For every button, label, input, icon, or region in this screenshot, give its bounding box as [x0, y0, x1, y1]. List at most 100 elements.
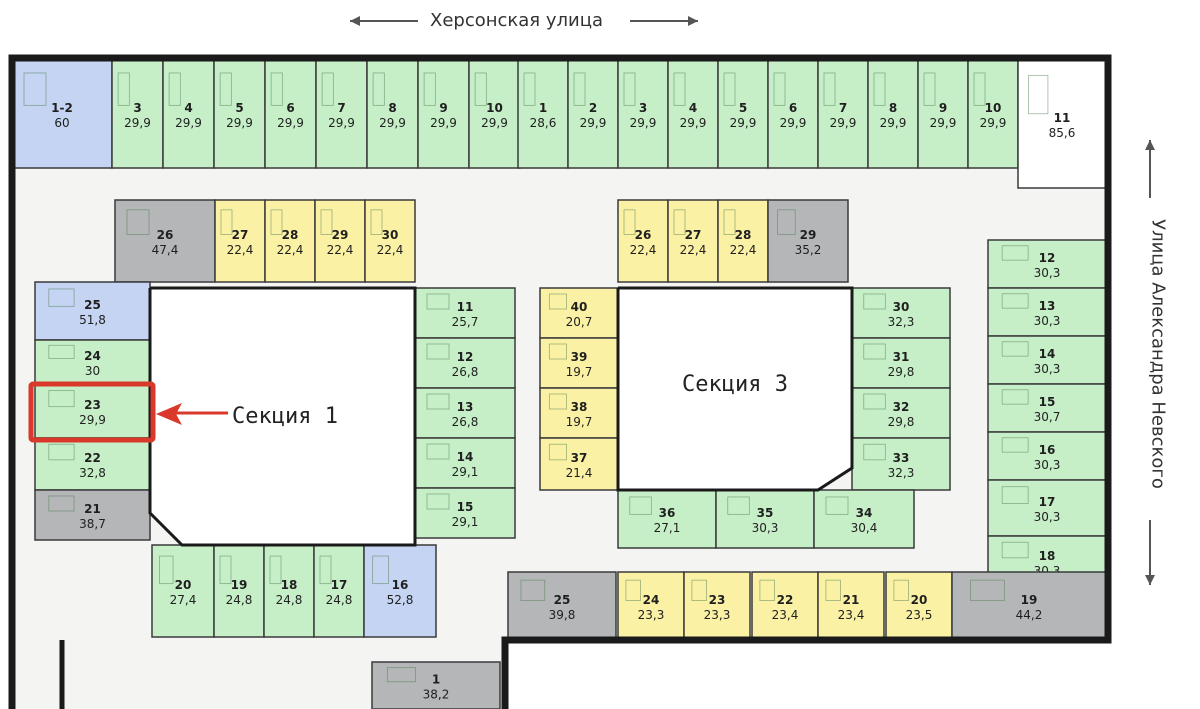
- unit-furniture: [759, 579, 775, 601]
- unit-area: 23,4: [772, 608, 799, 622]
- unit-number: 16: [1039, 443, 1056, 457]
- unit-furniture: [673, 209, 686, 235]
- unit-number: 12: [1039, 251, 1056, 265]
- unit-furniture: [48, 495, 75, 512]
- unit-furniture: [117, 72, 130, 106]
- unit-number: 15: [1039, 395, 1056, 409]
- unit-furniture: [863, 343, 886, 360]
- unit-area: 26,8: [452, 365, 479, 379]
- unit-9: 929,9: [417, 59, 470, 169]
- unit-number: 13: [1039, 299, 1056, 313]
- unit-number: 3: [133, 101, 141, 115]
- unit-number: 29: [800, 228, 817, 242]
- unit-3: 329,9: [111, 59, 164, 169]
- unit-area: 27,4: [170, 593, 197, 607]
- unit-shape: [414, 387, 516, 439]
- unit-area: 29,9: [780, 116, 807, 130]
- unit-number: 13: [457, 400, 474, 414]
- unit-number: 26: [157, 228, 174, 242]
- unit-number: 30: [893, 300, 910, 314]
- unit-number: 16: [392, 578, 409, 592]
- unit-area: 29,9: [830, 116, 857, 130]
- unit-number: 1: [432, 673, 440, 687]
- unit-number: 9: [939, 101, 947, 115]
- unit-furniture: [1001, 541, 1029, 559]
- unit-area: 35,2: [795, 243, 822, 257]
- unit-number: 19: [231, 578, 248, 592]
- unit-furniture: [923, 72, 936, 106]
- unit-furniture: [723, 72, 736, 106]
- unit-shape: [507, 571, 617, 641]
- unit-1-2: 1-260: [11, 59, 113, 169]
- unit-number: 24: [84, 349, 101, 363]
- unit-number: 5: [235, 101, 243, 115]
- unit-area: 21,4: [566, 466, 593, 480]
- unit-furniture: [1001, 437, 1029, 453]
- unit-shape: [468, 59, 521, 169]
- unit-shape: [617, 571, 685, 641]
- unit-number: 23: [84, 398, 101, 412]
- unit-number: 28: [282, 228, 299, 242]
- unit-number: 39: [571, 350, 588, 364]
- unit-furniture: [548, 293, 567, 310]
- unit-furniture: [1001, 389, 1029, 405]
- unit-furniture: [629, 496, 652, 515]
- unit-number: 35: [757, 506, 774, 520]
- unit-area: 47,4: [152, 243, 179, 257]
- unit-number: 25: [554, 593, 571, 607]
- unit-area: 24,8: [226, 593, 253, 607]
- unit-number: 25: [84, 298, 101, 312]
- unit-area: 30: [85, 364, 100, 378]
- unit-number: 8: [388, 101, 396, 115]
- unit-number: 29: [332, 228, 349, 242]
- unit-shape: [313, 544, 365, 638]
- unit-number: 1: [539, 101, 547, 115]
- unit-8: 829,9: [867, 59, 919, 169]
- unit-number: 14: [1039, 347, 1056, 361]
- unit-shape: [11, 59, 113, 169]
- unit-area: 22,4: [327, 243, 354, 257]
- unit-area: 29,9: [630, 116, 657, 130]
- unit-furniture: [426, 343, 450, 360]
- unit-number: 15: [457, 500, 474, 514]
- unit-area: 60: [54, 116, 69, 130]
- unit-area: 29,9: [880, 116, 907, 130]
- unit-8: 829,9: [366, 59, 419, 169]
- unit-shape: [366, 59, 419, 169]
- unit-furniture: [159, 555, 174, 585]
- unit-number: 38: [571, 400, 588, 414]
- unit-shape: [617, 59, 669, 169]
- unit-furniture: [691, 579, 707, 601]
- unit-shape: [539, 337, 619, 389]
- unit-furniture: [372, 72, 385, 106]
- unit-furniture: [523, 72, 536, 106]
- unit-area: 29,9: [175, 116, 202, 130]
- unit-number: 5: [739, 101, 747, 115]
- unit-area: 29,9: [680, 116, 707, 130]
- unit-area: 29,8: [888, 365, 915, 379]
- unit-number: 10: [486, 101, 503, 115]
- unit-area: 29,9: [980, 116, 1007, 130]
- unit-furniture: [48, 390, 75, 408]
- unit-area: 30,7: [1034, 410, 1061, 424]
- unit-2: 229,9: [567, 59, 619, 169]
- unit-4: 429,9: [162, 59, 215, 169]
- unit-shape: [517, 59, 569, 169]
- unit-shape: [817, 571, 885, 641]
